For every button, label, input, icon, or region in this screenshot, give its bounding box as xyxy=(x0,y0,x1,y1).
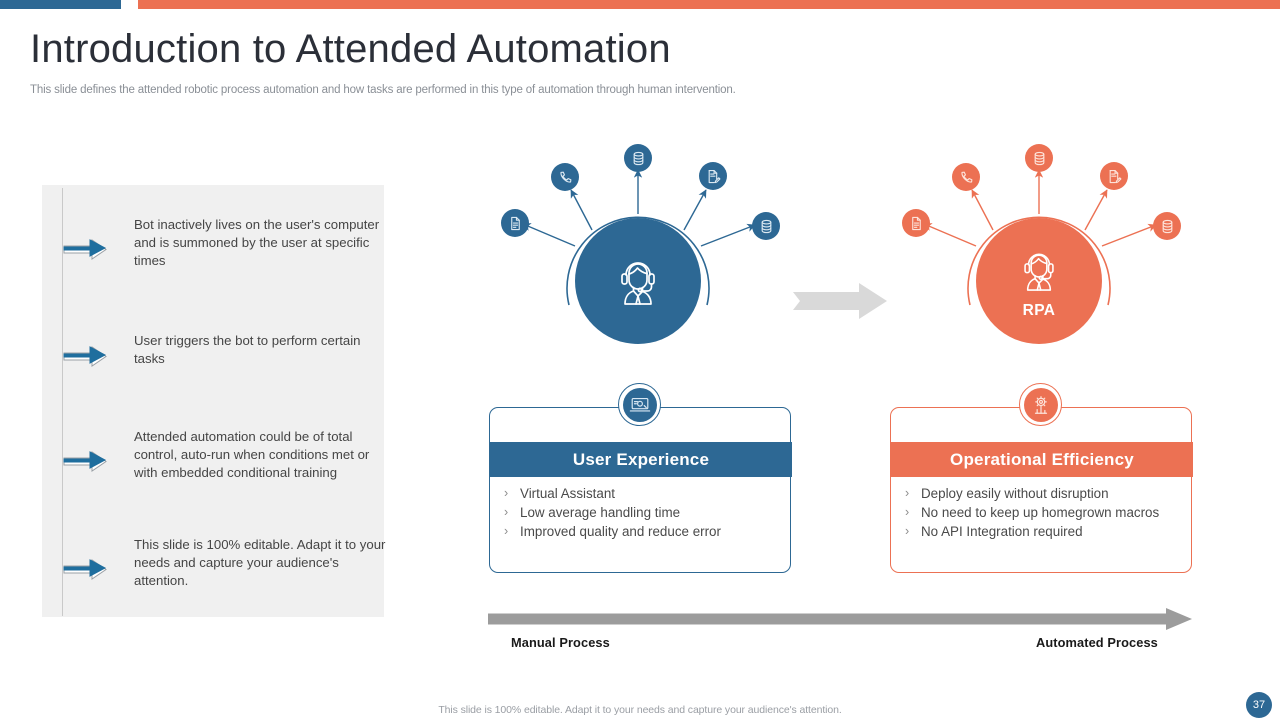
page-number-badge: 37 xyxy=(1246,692,1272,718)
page-subtitle: This slide defines the attended robotic … xyxy=(30,84,736,96)
list-item: › Improved quality and reduce error xyxy=(504,522,778,541)
sidebar-item-label: User triggers the bot to perform certain… xyxy=(134,333,361,366)
sidebar-panel xyxy=(42,185,384,617)
top-accent-bar-orange xyxy=(138,0,1280,9)
card-operational-efficiency[interactable]: Operational Efficiency › Deploy easily w… xyxy=(890,407,1193,573)
sidebar-item-label: Bot inactively lives on the user's compu… xyxy=(134,217,380,268)
list-item-label: No API Integration required xyxy=(921,524,1083,539)
satellite-document-edit xyxy=(1100,162,1128,190)
list-item: › No API Integration required xyxy=(905,522,1179,541)
sidebar-item-label: Attended automation could be of total co… xyxy=(134,429,370,480)
chevron-bullet-icon: › xyxy=(905,505,910,519)
satellite-database xyxy=(752,212,780,240)
axis-start-label: Manual Process xyxy=(511,635,610,650)
right-arrow-icon xyxy=(793,283,887,324)
footer-note: This slide is 100% editable. Adapt it to… xyxy=(438,704,842,716)
top-accent-bar-blue xyxy=(0,0,121,9)
sidebar-item-label: This slide is 100% editable. Adapt it to… xyxy=(134,537,386,588)
long-right-arrow-icon xyxy=(488,608,1192,635)
card-badge-operational-efficiency xyxy=(1019,383,1062,426)
arrow-right-icon xyxy=(62,234,108,260)
chevron-bullet-icon: › xyxy=(504,524,509,538)
arrow-right-icon xyxy=(62,554,108,580)
list-item-label: Low average handling time xyxy=(520,505,681,520)
chevron-bullet-icon: › xyxy=(504,486,509,500)
satellite-database xyxy=(1025,144,1053,172)
chevron-bullet-icon: › xyxy=(504,505,509,519)
list-item-label: Deploy easily without disruption xyxy=(921,486,1109,501)
satellite-document xyxy=(902,209,930,237)
card-title: Operational Efficiency xyxy=(950,449,1134,469)
card-bullet-list: › Virtual Assistant › Low average handli… xyxy=(490,484,792,541)
sidebar-vertical-rule xyxy=(62,188,63,616)
arrow-right-icon xyxy=(62,446,108,472)
satellite-database xyxy=(1153,212,1181,240)
satellite-database xyxy=(624,144,652,172)
card-bullet-list: › Deploy easily without disruption › No … xyxy=(891,484,1193,541)
card-badge-user-experience xyxy=(618,383,661,426)
axis-end-label: Automated Process xyxy=(1036,635,1158,650)
list-item-label: Virtual Assistant xyxy=(520,486,616,501)
list-item-label: Improved quality and reduce error xyxy=(520,524,721,539)
card-user-experience[interactable]: User Experience › Virtual Assistant › Lo… xyxy=(489,407,792,573)
chevron-bullet-icon: › xyxy=(905,524,910,538)
list-item: › Virtual Assistant xyxy=(504,484,778,503)
list-item: › Low average handling time xyxy=(504,503,778,522)
gear-analytics-icon xyxy=(1023,387,1058,422)
left-hub-core xyxy=(575,218,701,344)
list-item: › Deploy easily without disruption xyxy=(905,484,1179,503)
satellite-document xyxy=(501,209,529,237)
list-item: › No need to keep up homegrown macros xyxy=(905,503,1179,522)
right-hub-label: RPA xyxy=(1022,301,1056,319)
card-header: Operational Efficiency xyxy=(891,442,1193,477)
list-item-label: No need to keep up homegrown macros xyxy=(921,505,1160,520)
right-hub-core: RPA xyxy=(976,218,1102,344)
satellite-phone xyxy=(551,163,579,191)
headset-agent-icon xyxy=(607,250,669,312)
arrow-right-icon xyxy=(62,341,108,367)
chevron-bullet-icon: › xyxy=(905,486,910,500)
page-title: Introduction to Attended Automation xyxy=(30,27,671,71)
card-title: User Experience xyxy=(572,449,710,469)
satellite-document-edit xyxy=(699,162,727,190)
satellite-phone xyxy=(952,163,980,191)
headset-agent-icon xyxy=(1012,243,1066,297)
card-header: User Experience xyxy=(490,442,792,477)
laptop-presentation-icon xyxy=(622,387,657,422)
